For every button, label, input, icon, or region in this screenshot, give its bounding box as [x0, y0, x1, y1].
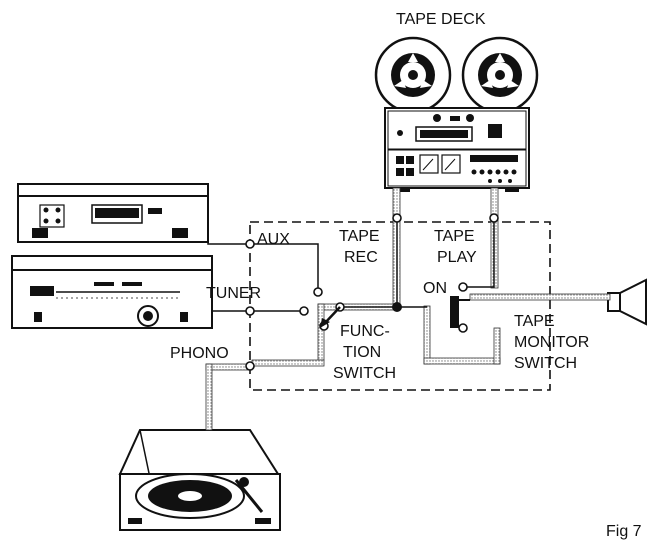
junction-dot [392, 302, 402, 312]
right-reel [461, 36, 539, 114]
phono-terminal [245, 361, 255, 371]
wires [207, 218, 495, 367]
function-switch-label-line2: TION [343, 344, 381, 361]
terminals [245, 213, 499, 371]
selector-box-outline [249, 221, 551, 391]
tuner-label: TUNER [206, 285, 261, 302]
function-switch-label-line1: FUNC- [340, 323, 390, 340]
tape-play-label-line1: TAPE [434, 228, 475, 245]
tape-monitor-label-line3: SWITCH [514, 355, 577, 372]
figure-label: Fig 7 [606, 523, 642, 540]
tape-monitor-label-line2: MONITOR [514, 334, 589, 351]
tape-play-label-line2: PLAY [437, 249, 477, 266]
aux-label: AUX [257, 231, 290, 248]
monitor-contact [458, 323, 468, 333]
tuner-terminal [245, 306, 255, 316]
tape-deck [374, 36, 539, 192]
on-label: ON [423, 280, 447, 297]
function-switch-label-line3: SWITCH [333, 365, 396, 382]
left-reel [374, 36, 452, 114]
tape-monitor-label-line1: TAPE [514, 313, 555, 330]
speaker [607, 278, 647, 326]
tape-monitor-switch-lever [450, 296, 470, 328]
function-switch-lever [320, 306, 341, 328]
aux-terminal [245, 239, 255, 249]
phono-label: PHONO [170, 345, 229, 362]
on-contact [458, 282, 468, 292]
tape-rec-label-line2: REC [344, 249, 378, 266]
aux-contact [313, 287, 323, 297]
tuner [11, 255, 213, 329]
tape-rec-label-line1: TAPE [339, 228, 380, 245]
play-terminal [489, 213, 499, 223]
tuner-contact [299, 306, 309, 316]
cassette-deck [17, 183, 209, 243]
rec-terminal [392, 213, 402, 223]
tape-deck-label: TAPE DECK [396, 11, 486, 28]
turntable [118, 429, 281, 531]
